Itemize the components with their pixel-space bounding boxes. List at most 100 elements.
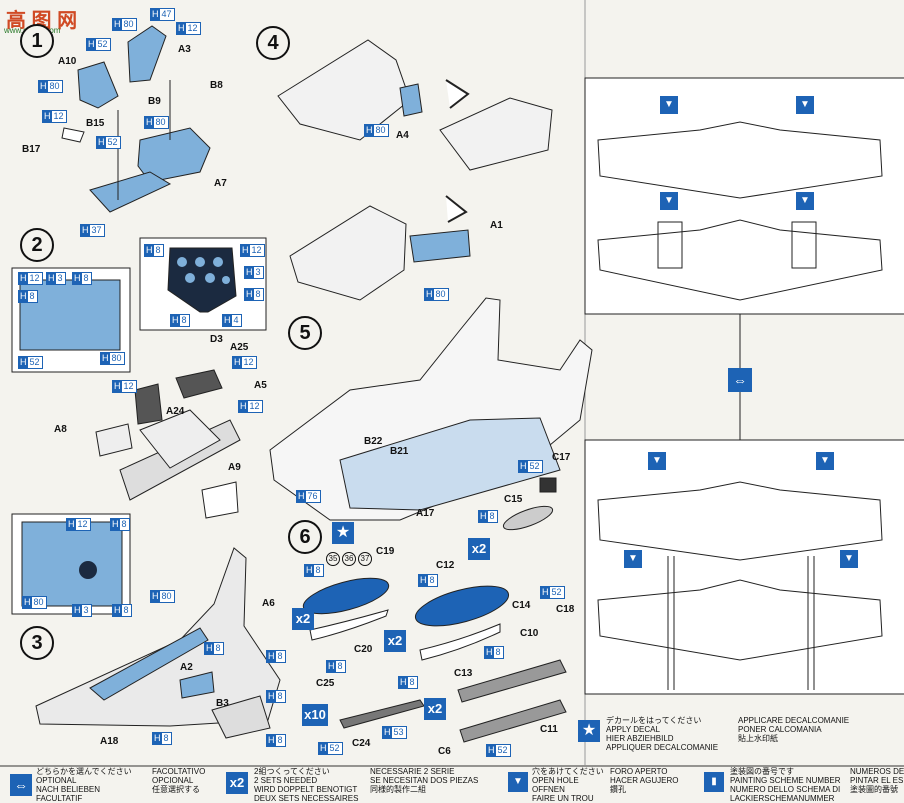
wing-outline-top [597,121,883,301]
part-c12: C12 [436,560,455,571]
part-b15: B15 [86,118,105,129]
part-b21: B21 [390,446,409,457]
multiplier-x2: x2 [468,538,490,560]
part-a4: A4 [396,130,409,141]
part-b3: B3 [216,698,229,709]
part-a8: A8 [54,424,67,435]
part-c24: C24 [352,738,371,749]
part-c14: C14 [512,600,531,611]
part-a1: A1 [490,220,503,231]
part-c10: C10 [520,628,539,639]
apply-decal-legend: デカールをはってください APPLY DECAL HIER ABZIEHBILD… [606,716,719,752]
apply-decal-legend-2: APPLICARE DECALCOMANIE PONER CALCOMANIA … [738,716,850,743]
paint-scheme-legend: 塗装図の番号です PAINTING SCHEME NUMBER NUMERO D… [730,767,841,803]
step-number-2: 2 [20,228,54,262]
cockpit-tub-drawing [95,369,241,519]
part-a10: A10 [58,56,77,67]
part-a17: A17 [416,508,435,519]
floor-a7-drawing [89,80,211,213]
open-hole-icon: ▼ [796,96,814,114]
wing-outline-bottom [597,481,883,690]
open-hole-legend-icon: ▼ [508,772,528,792]
open-hole-icon: ▼ [648,452,666,470]
watermark-logo: 高 图 网 [6,10,78,32]
wing-panel-top [584,77,904,315]
part-c19: C19 [376,546,395,557]
step-number-6: 6 [288,520,322,554]
two-sets-legend-icon: x2 [226,772,248,794]
optional-legend-icon: ⇔ [10,774,32,796]
paint-scheme-legend-icon: ▮ [704,772,724,792]
part-a25: A25 [230,342,249,353]
part-a7: A7 [214,178,227,189]
step-number-3: 3 [20,626,54,660]
multiplier-x2: x2 [384,630,406,652]
step5-fuselage-drawing [269,297,593,521]
part-b9: B9 [148,96,161,107]
part-c20: C20 [354,644,373,655]
optional-legend: どちらかを選んでください OPTIONAL NACH BELIEBEN FACU… [36,767,132,803]
part-a24: A24 [166,406,185,417]
part-c25: C25 [316,678,335,689]
part-c17: C17 [552,452,571,463]
multiplier-x10: x10 [302,704,328,726]
open-hole-legend-2: FORO APERTO HACER AGUJERO 鑽孔 [610,767,679,794]
two-sets-legend-2: NECESSARIE 2 SERIE SE NECESITAN DOS PIEZ… [370,767,479,794]
open-hole-icon: ▼ [840,550,858,568]
arrow-step4 [445,79,470,109]
multiplier-x2: x2 [424,698,446,720]
part-a3: A3 [178,44,191,55]
step4-fuselage-drawing [277,39,553,301]
decal-number-37: 37 [358,552,372,566]
two-sets-legend: 2組つくってください 2 SETS NEEDED WIRD DOPPELT BE… [254,767,359,803]
part-b22: B22 [364,436,383,447]
part-b8: B8 [210,80,223,91]
part-b17: B17 [22,144,41,155]
drop-tanks-drawing [302,477,567,743]
option-arrows-icon: ⇔ [728,368,752,392]
seat-a10-drawing [77,25,167,109]
part-a18: A18 [100,736,119,747]
open-hole-icon: ▼ [660,192,678,210]
part-c11: C11 [540,724,558,735]
open-hole-icon: ▼ [796,192,814,210]
paint-scheme-legend-2: NUMEROS DE PINTAR EL ES 塗装圖的番號 [850,767,904,794]
open-hole-icon: ▼ [624,550,642,568]
part-c15: C15 [504,494,523,505]
part-a9: A9 [228,462,241,473]
multiplier-x2: x2 [292,608,314,630]
step-number-1: 1 [20,24,54,58]
part-c18: C18 [556,604,575,615]
